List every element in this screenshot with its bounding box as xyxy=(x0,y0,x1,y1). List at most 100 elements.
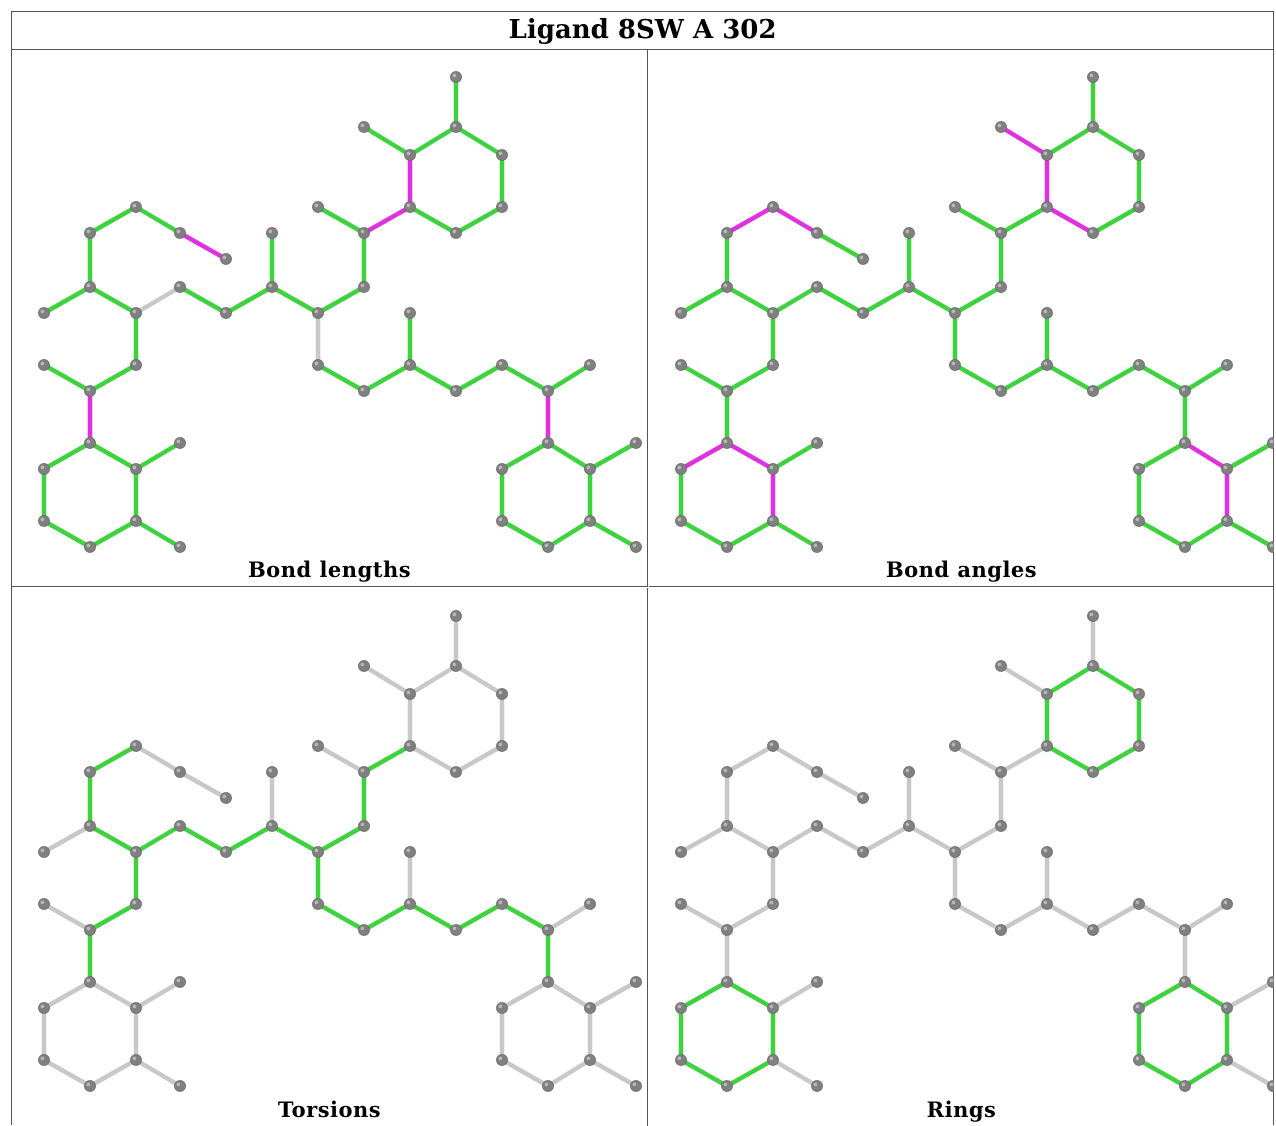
atom-highlight-25 xyxy=(723,926,728,931)
bond-35-36 xyxy=(998,901,1050,933)
atom-47 xyxy=(1221,463,1233,475)
atom-38 xyxy=(1087,385,1099,397)
bond-14-15 xyxy=(177,823,229,855)
atom-highlight-32 xyxy=(176,439,181,444)
atom-highlight-8 xyxy=(360,768,365,773)
bond-44-45 xyxy=(1136,518,1188,550)
atom-39 xyxy=(496,898,508,910)
bond-38-39 xyxy=(1090,901,1142,933)
atom-highlight-21 xyxy=(40,309,45,314)
bond-15-22 xyxy=(133,284,183,316)
bond-3-4 xyxy=(453,663,505,697)
atom-highlight-1 xyxy=(406,151,411,156)
atom-45 xyxy=(542,1080,554,1092)
atom-44 xyxy=(1133,515,1145,527)
atom-highlight-4 xyxy=(1135,151,1140,156)
atom-9 xyxy=(312,201,324,213)
atom-highlight-19 xyxy=(723,768,728,773)
atom-42 xyxy=(1179,437,1191,449)
atom-44 xyxy=(496,515,508,527)
atom-highlight-32 xyxy=(813,439,818,444)
bond-6-7 xyxy=(407,743,459,775)
atom-highlight-45 xyxy=(1181,1082,1186,1087)
bond-20-22 xyxy=(87,284,139,316)
atom-14 xyxy=(220,846,232,858)
atom-highlight-16 xyxy=(859,794,864,799)
bond-24-25 xyxy=(41,901,93,933)
atom-highlight-26 xyxy=(723,439,728,444)
bond-36-38 xyxy=(407,362,459,394)
atom-highlight-32 xyxy=(813,978,818,983)
atom-9 xyxy=(949,740,961,752)
atom-8 xyxy=(358,766,370,778)
atom-highlight-4 xyxy=(1135,690,1140,695)
atom-highlight-15 xyxy=(813,283,818,288)
atom-24 xyxy=(38,359,50,371)
bond-38-39 xyxy=(1090,362,1142,394)
atom-highlight-46 xyxy=(1223,1056,1228,1061)
atom-6 xyxy=(450,766,462,778)
atom-15 xyxy=(811,281,823,293)
atom-32 xyxy=(811,976,823,988)
atom-25 xyxy=(84,924,96,936)
bond-20-22 xyxy=(724,823,776,855)
atom-38 xyxy=(450,385,462,397)
atom-highlight-17 xyxy=(176,768,181,773)
atom-highlight-22 xyxy=(132,848,137,853)
bond-20-21 xyxy=(41,823,93,855)
atom-33 xyxy=(811,1080,823,1092)
atom-14 xyxy=(857,307,869,319)
atom-47 xyxy=(584,1002,596,1014)
atom-31 xyxy=(767,463,779,475)
atom-20 xyxy=(84,281,96,293)
bond-44-45 xyxy=(499,518,551,550)
atom-0 xyxy=(1087,71,1099,83)
atom-28 xyxy=(38,515,50,527)
atom-highlight-7 xyxy=(406,742,411,747)
atom-highlight-28 xyxy=(40,1056,45,1061)
atom-5 xyxy=(496,740,508,752)
bond-15-22 xyxy=(770,284,820,316)
atom-46 xyxy=(584,1054,596,1066)
bond-42-43 xyxy=(499,979,551,1011)
atom-16 xyxy=(220,253,232,265)
atom-highlight-25 xyxy=(86,926,91,931)
atom-highlight-26 xyxy=(86,439,91,444)
bond-31-32 xyxy=(770,979,820,1011)
atom-highlight-17 xyxy=(813,768,818,773)
figure-frame: Ligand 8SW A 302 Bond lengths Bond angle… xyxy=(11,11,1274,1126)
atom-highlight-33 xyxy=(176,543,181,548)
atom-highlight-43 xyxy=(1135,465,1140,470)
atom-14 xyxy=(220,307,232,319)
atom-15 xyxy=(811,820,823,832)
atom-47 xyxy=(1221,1002,1233,1014)
atom-9 xyxy=(312,740,324,752)
atom-5 xyxy=(1133,740,1145,752)
atom-19 xyxy=(84,766,96,778)
atom-highlight-13 xyxy=(268,229,273,234)
atom-12 xyxy=(903,281,915,293)
bond-46-49 xyxy=(587,518,639,550)
bond-45-46 xyxy=(1182,1057,1230,1089)
atom-40 xyxy=(1179,924,1191,936)
atom-highlight-34 xyxy=(951,900,956,905)
atom-26 xyxy=(84,976,96,988)
atom-8 xyxy=(358,227,370,239)
atom-highlight-8 xyxy=(360,229,365,234)
bond-34-35 xyxy=(952,362,1004,394)
atom-12 xyxy=(266,281,278,293)
atom-17 xyxy=(174,227,186,239)
atom-highlight-39 xyxy=(1135,900,1140,905)
bond-26-27 xyxy=(41,979,93,1011)
atom-6 xyxy=(1087,766,1099,778)
atom-highlight-22 xyxy=(769,309,774,314)
bond-7-8 xyxy=(361,204,413,236)
atom-highlight-47 xyxy=(586,465,591,470)
bond-1-3 xyxy=(407,124,459,158)
atom-21 xyxy=(38,307,50,319)
atom-8 xyxy=(995,766,1007,778)
atom-48 xyxy=(630,976,642,988)
atom-33 xyxy=(811,541,823,553)
atom-40 xyxy=(1179,385,1191,397)
atom-35 xyxy=(358,924,370,936)
